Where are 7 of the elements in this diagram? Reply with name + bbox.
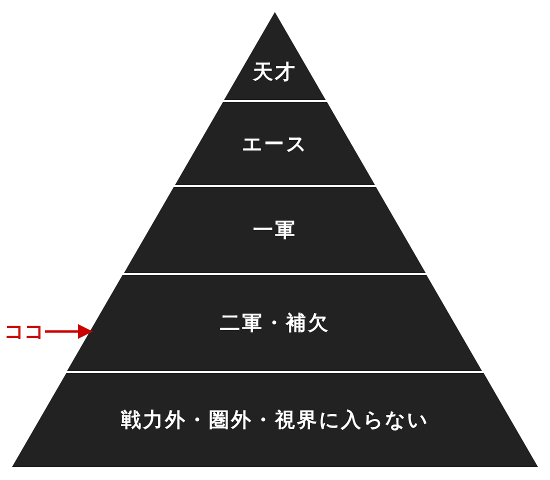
tier-label: 戦力外・圏外・視界に入らない	[121, 406, 429, 434]
tier-label: 一軍	[252, 216, 297, 244]
tier-label: 二軍・補欠	[220, 310, 330, 336]
tier-label: 天才	[252, 58, 297, 86]
tier-label: エース	[242, 130, 308, 157]
pointer-text: ココ	[4, 318, 44, 345]
arrow	[45, 324, 93, 339]
